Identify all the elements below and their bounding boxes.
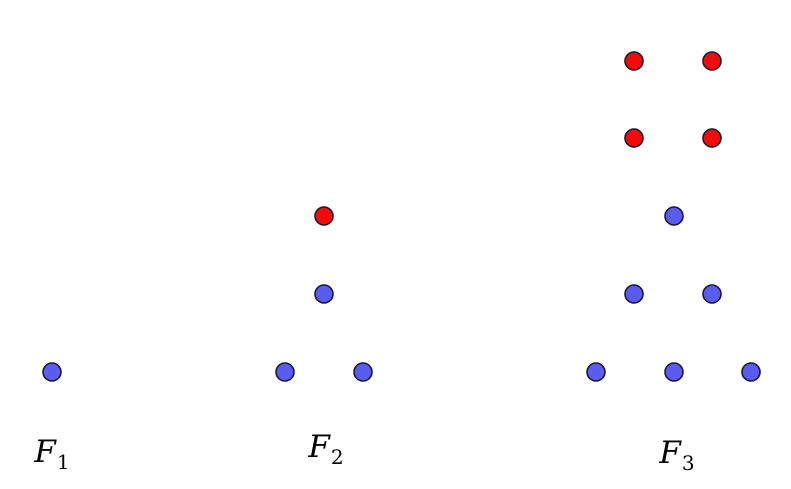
red-dot	[314, 206, 334, 226]
blue-dot	[42, 362, 62, 382]
label-symbol: F	[308, 429, 330, 465]
label-symbol: F	[34, 434, 56, 470]
figure-label-f2: F2	[308, 429, 344, 469]
blue-dot	[586, 362, 606, 382]
blue-dot	[664, 206, 684, 226]
figure-label-f3: F3	[659, 435, 695, 475]
red-dot	[702, 51, 722, 71]
figure-f1-dots	[42, 362, 62, 382]
red-dot	[624, 128, 644, 148]
red-dot	[624, 51, 644, 71]
blue-dot	[275, 362, 295, 382]
figure-label-f1: F1	[34, 434, 70, 474]
blue-dot	[664, 362, 684, 382]
blue-dot	[314, 284, 334, 304]
label-symbol: F	[659, 435, 681, 471]
blue-dot	[624, 284, 644, 304]
figure-f3-dots	[586, 51, 761, 382]
blue-dot	[741, 362, 761, 382]
label-subscript: 2	[330, 445, 344, 469]
label-subscript: 1	[56, 450, 70, 474]
blue-dot	[702, 284, 722, 304]
blue-dot	[353, 362, 373, 382]
red-dot	[702, 128, 722, 148]
label-subscript: 3	[681, 451, 695, 475]
figure-f2-dots	[275, 206, 373, 382]
